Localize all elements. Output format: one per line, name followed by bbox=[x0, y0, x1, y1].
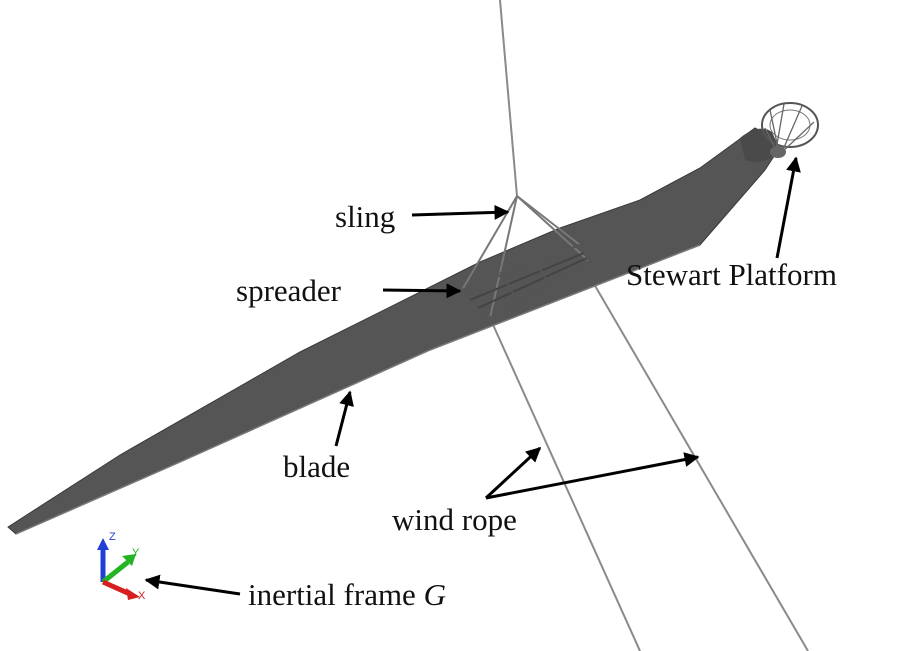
inertial-frame-prefix: inertial frame bbox=[248, 577, 424, 612]
wind-rope-arrow-right bbox=[485, 452, 700, 500]
x-axis-head bbox=[126, 588, 140, 600]
wind-rope-label: wind rope bbox=[392, 502, 517, 537]
spreader bbox=[459, 243, 592, 320]
blade-label: blade bbox=[283, 449, 350, 484]
z-axis-label: Z bbox=[109, 531, 116, 543]
inertial-frame-label: inertial frame G bbox=[248, 577, 446, 612]
blade bbox=[7, 127, 779, 535]
y-axis bbox=[101, 560, 130, 584]
z-axis-head bbox=[97, 538, 109, 550]
sling-arrow bbox=[411, 204, 510, 220]
spreader-arrow bbox=[382, 283, 462, 299]
y-axis-label: Y bbox=[132, 547, 140, 559]
x-axis bbox=[101, 579, 132, 597]
axes-triad: Z Y X bbox=[97, 531, 146, 602]
stewart-platform-label: Stewart Platform bbox=[626, 257, 837, 292]
blade-arrow bbox=[334, 390, 354, 447]
frame-arrow bbox=[144, 574, 241, 596]
stewart-arrow bbox=[775, 156, 801, 259]
spreader-label: spreader bbox=[236, 273, 342, 308]
inertial-frame-symbol: G bbox=[424, 577, 446, 612]
blade-edge-highlight bbox=[15, 244, 701, 535]
x-axis-label: X bbox=[138, 590, 146, 602]
stewart-platform bbox=[761, 102, 819, 158]
wind-rope-arrow-left bbox=[484, 446, 542, 500]
hoist-cable bbox=[499, 0, 518, 197]
sling-label: sling bbox=[335, 199, 395, 234]
wind-rope-left bbox=[489, 317, 641, 651]
y-axis-head bbox=[122, 554, 136, 566]
